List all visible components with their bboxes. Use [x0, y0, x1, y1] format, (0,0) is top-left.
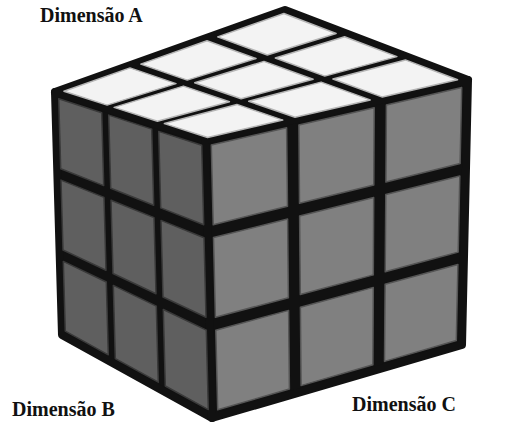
cube-sticker: [300, 287, 373, 385]
cube-sticker: [386, 88, 462, 182]
cube-sticker: [161, 220, 206, 317]
cube-sticker: [214, 219, 289, 317]
cube-sticker: [113, 285, 158, 382]
cube-sticker: [59, 99, 104, 186]
dimension-label: Dimensão C: [352, 393, 456, 415]
cube-sticker: [163, 310, 208, 410]
cube-sticker: [385, 265, 458, 362]
cube-sticker: [333, 60, 458, 97]
cube-sticker: [249, 82, 371, 117]
cube-sticker: [159, 131, 204, 224]
cube-sticker: [63, 261, 108, 354]
cube-sticker: [385, 176, 460, 272]
cube-sticker: [216, 310, 290, 409]
cube-sticker: [109, 115, 154, 205]
dimension-label: Dimensão B: [12, 398, 115, 420]
dimension-label: Dimensão A: [40, 4, 143, 26]
cube-sticker: [61, 180, 106, 270]
cube-sticker: [211, 128, 287, 225]
cube-sticker: [300, 198, 374, 295]
cube-sticker: [299, 108, 374, 204]
cube-sticker: [111, 200, 156, 294]
right-face: [205, 80, 468, 418]
left-face: [55, 92, 212, 418]
